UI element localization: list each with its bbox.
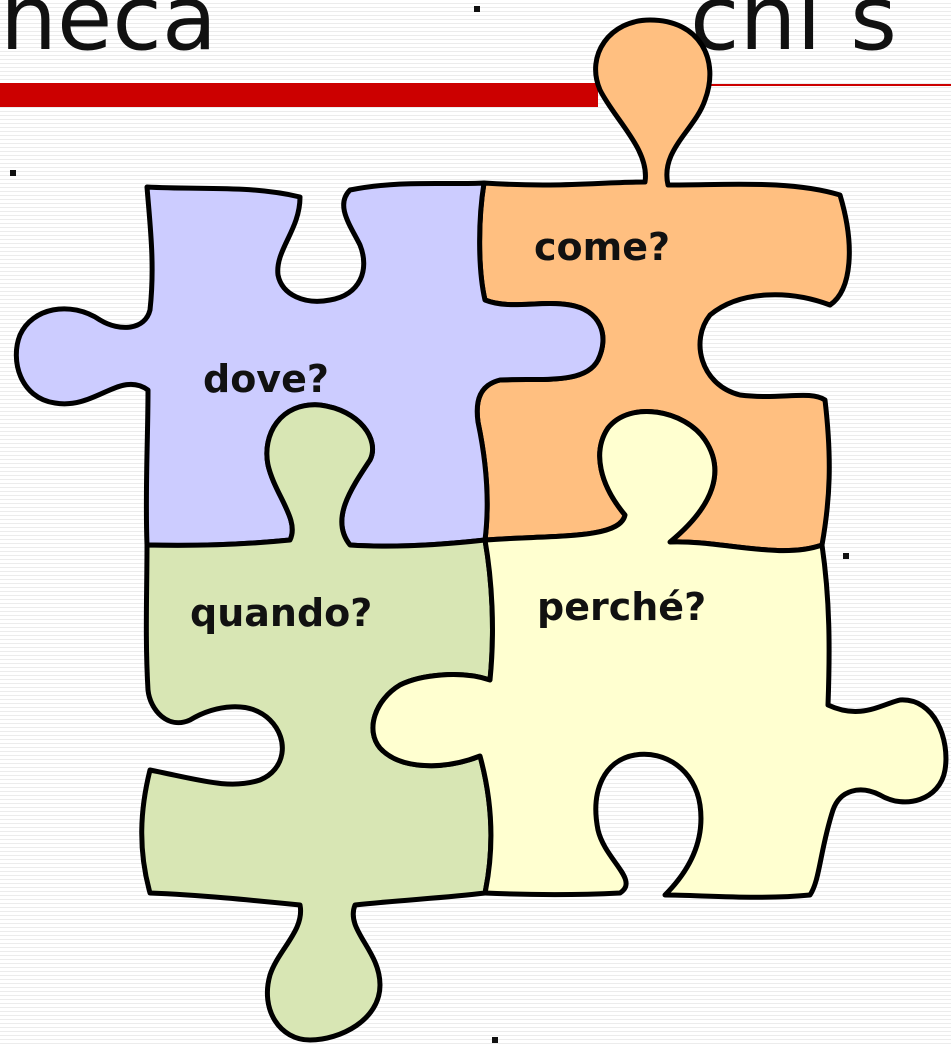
label-dove: dove?: [203, 357, 329, 401]
label-perche: perché?: [537, 585, 706, 629]
slide-title-right: chi s: [690, 0, 898, 71]
puzzle-piece-quando: [139, 402, 495, 1043]
label-quando: quando?: [190, 591, 372, 635]
title-underline-line: [598, 84, 951, 86]
label-come: come?: [534, 225, 670, 269]
slide-title-left: neca: [0, 0, 218, 71]
bullet-dot: [492, 1037, 498, 1043]
bullet-dot: [474, 6, 480, 12]
title-underline-bar: [0, 83, 598, 107]
bullet-dot: [10, 170, 16, 176]
bullet-dot: [843, 553, 849, 559]
puzzle-piece-perche: [370, 408, 949, 900]
